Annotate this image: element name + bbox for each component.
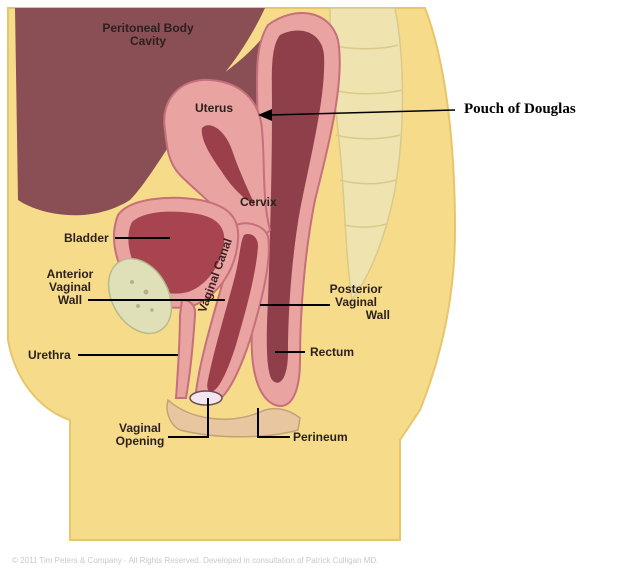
- label-uterus: Uterus: [195, 102, 233, 115]
- copyright-credit: © 2011 Tim Peters & Company · All Rights…: [12, 556, 378, 565]
- label-perineum: Perineum: [293, 431, 348, 444]
- pouch-of-douglas-annotation: Pouch of Douglas: [464, 101, 576, 118]
- label-vaginal-opening: Vaginal Opening: [112, 422, 168, 448]
- label-anterior-line3: Wall: [42, 294, 98, 307]
- vaginal-opening-shape: [190, 391, 222, 405]
- label-peritoneal-line2: Cavity: [88, 35, 208, 48]
- label-anterior-wall: Anterior Vaginal Wall: [42, 268, 98, 307]
- label-posterior-wall: Posterior Vaginal Wall: [322, 283, 390, 322]
- label-urethra: Urethra: [28, 349, 71, 362]
- label-posterior-line3: Wall: [322, 309, 390, 322]
- label-opening-line2: Opening: [112, 435, 168, 448]
- label-cervix: Cervix: [240, 196, 277, 209]
- label-bladder: Bladder: [64, 232, 109, 245]
- label-peritoneal-cavity: Peritoneal Body Cavity: [88, 22, 208, 48]
- label-rectum: Rectum: [310, 346, 354, 359]
